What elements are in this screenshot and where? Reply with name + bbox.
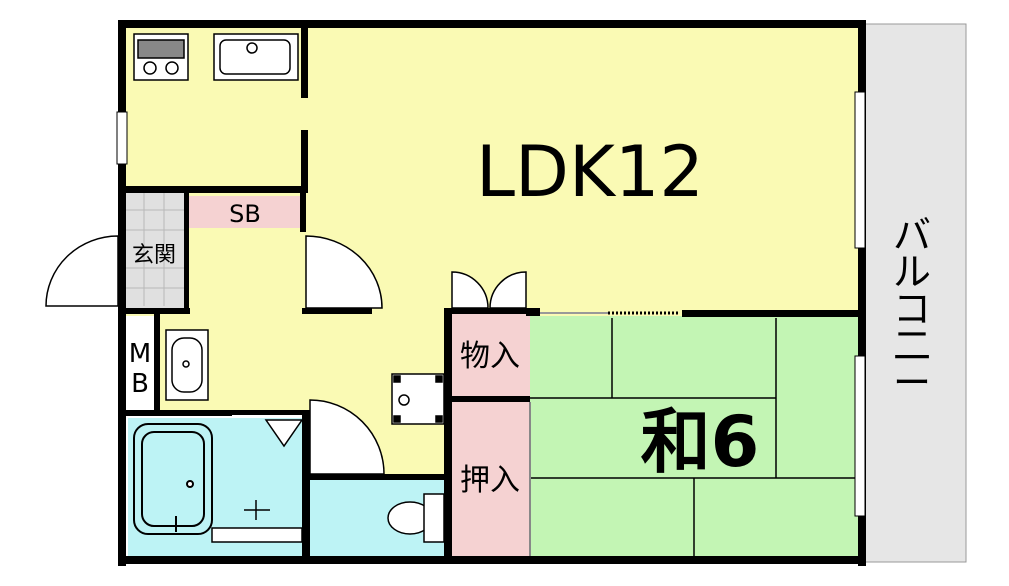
closet-label: 押入 [460,463,520,498]
ldk-label: LDK12 [476,131,704,213]
doors [45,235,527,475]
toilet [387,493,445,543]
room-fills [124,26,860,558]
svg-text:二: 二 [893,324,931,368]
stove [133,33,189,81]
washbasin [165,329,209,401]
shower [211,500,303,543]
genkan-tiles [126,192,184,306]
mb-label-top: M [129,339,151,369]
svg-text:ル: ル [893,250,931,294]
genkan-label: 玄関 [132,243,176,268]
shoe-box-label: SB [229,200,261,228]
tatami-lines [530,318,860,556]
washitsu-label: 和6 [641,401,760,483]
sink [213,33,299,81]
svg-text:バ: バ [893,213,931,257]
washing-machine [391,373,445,425]
svg-text:コ: コ [893,287,931,331]
walls [118,20,866,566]
windows [116,91,866,517]
bathtub [133,423,213,535]
balcony-label: バ ル コ 二 ー [893,213,931,405]
balcony-area [861,23,967,563]
bath-door-triangle [264,419,304,448]
mb-label-bottom: B [131,369,149,399]
storage-label: 物入 [460,339,520,374]
svg-text:ー: ー [893,361,931,405]
